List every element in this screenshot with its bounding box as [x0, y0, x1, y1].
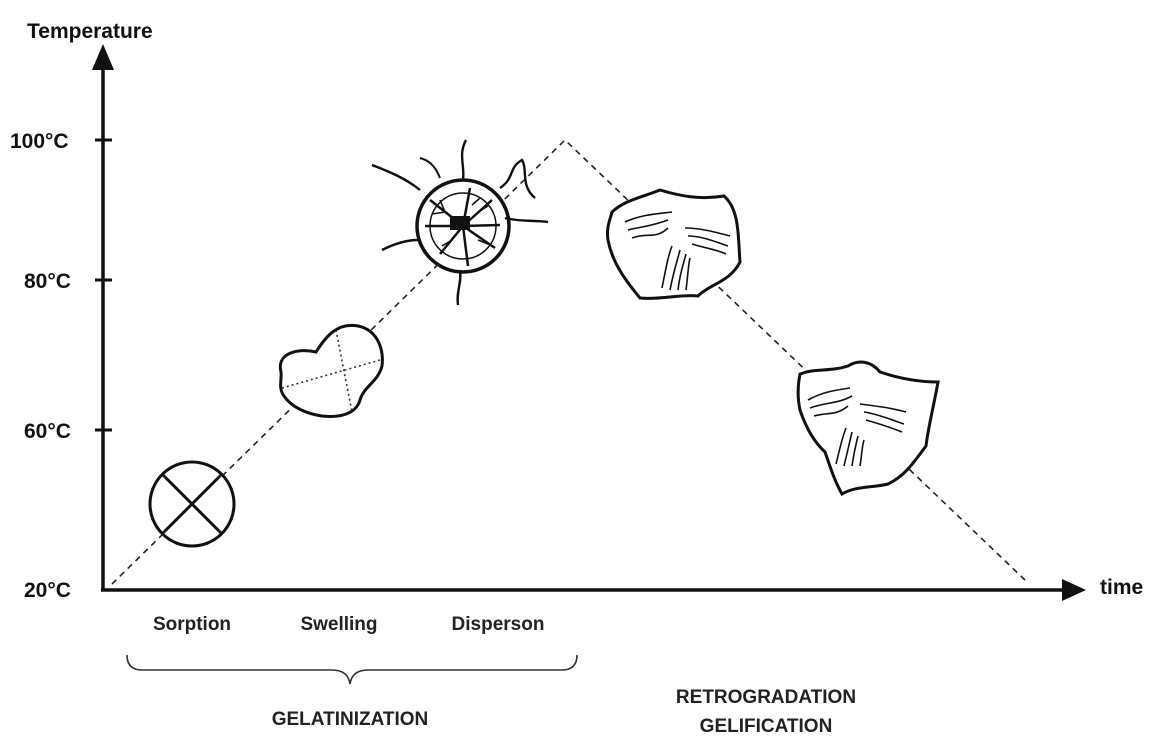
- retrograded-granule-icon-2: [798, 362, 938, 494]
- y-axis-arrow: [92, 44, 114, 70]
- y-tick-label-20: 20°C: [24, 579, 71, 602]
- swelling-granule-icon: [280, 325, 382, 416]
- dispersed-granule-icon: [372, 140, 548, 305]
- x-axis-arrow: [1062, 579, 1086, 601]
- retrograded-granule-icon-1: [607, 190, 740, 298]
- gelatinization-brace: [127, 655, 577, 684]
- stage-label-sorption: Sorption: [153, 614, 231, 635]
- sorption-granule-icon: [150, 462, 234, 546]
- phase-label-retrogradation: RETROGRADATION: [676, 687, 856, 708]
- phase-label-gelatinization: GELATINIZATION: [272, 709, 429, 730]
- y-axis-title: Temperature: [27, 20, 153, 43]
- phase-label-gelification: GELIFICATION: [700, 716, 833, 737]
- x-axis-title: time: [1100, 576, 1143, 599]
- stage-label-swelling: Swelling: [300, 614, 377, 635]
- axes: [92, 44, 1086, 601]
- y-tick-label-80: 80°C: [24, 270, 71, 293]
- temperature-profile-line: [112, 140, 1025, 584]
- y-tick-label-60: 60°C: [24, 420, 71, 443]
- y-tick-label-100: 100°C: [10, 130, 69, 153]
- stage-label-disperson: Disperson: [452, 614, 545, 635]
